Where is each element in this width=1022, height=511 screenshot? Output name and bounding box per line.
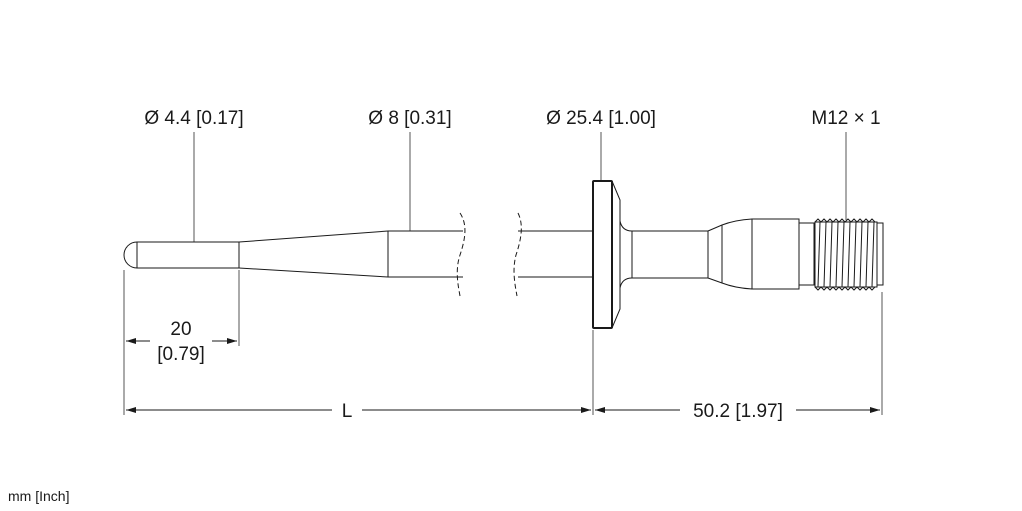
- shaft-diameter-label: Ø 8 [0.31]: [368, 108, 451, 129]
- leader-lines: [193, 132, 847, 242]
- flange: [592, 180, 633, 329]
- connector-length-label: 50.2 [1.97]: [693, 401, 783, 422]
- probe-taper: [238, 230, 389, 278]
- thread: [814, 218, 884, 291]
- probe-tip: [123, 241, 240, 269]
- tip-length-mm: 20: [170, 319, 191, 340]
- flange-diameter-label: Ø 25.4 [1.00]: [546, 108, 656, 129]
- units-label: mm [Inch]: [8, 488, 69, 504]
- extension-lines: [123, 270, 883, 415]
- tip-diameter-label: Ø 4.4 [0.17]: [144, 108, 243, 129]
- thread-label: M12 × 1: [811, 108, 880, 129]
- probe-shaft: [388, 212, 593, 297]
- tip-length-in: [0.79]: [157, 344, 205, 365]
- connector: [632, 218, 815, 290]
- length-label: L: [342, 401, 353, 422]
